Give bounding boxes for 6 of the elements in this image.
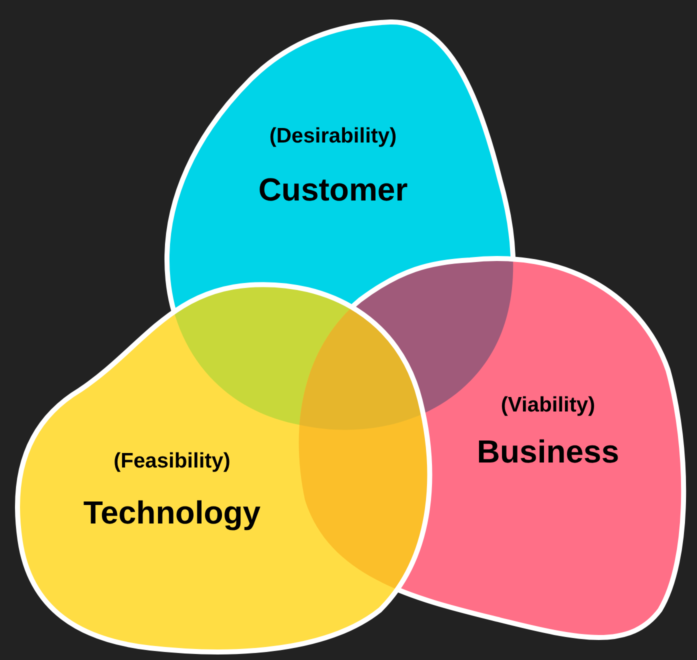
subtitle-text: (Viability) xyxy=(500,393,596,417)
title-text: Business xyxy=(476,434,620,470)
subtitle-text: (Desirability) xyxy=(269,124,397,148)
title-text: Technology xyxy=(83,495,261,531)
title-text: Customer xyxy=(258,172,408,208)
subtitle-text: (Feasibility) xyxy=(114,449,230,473)
